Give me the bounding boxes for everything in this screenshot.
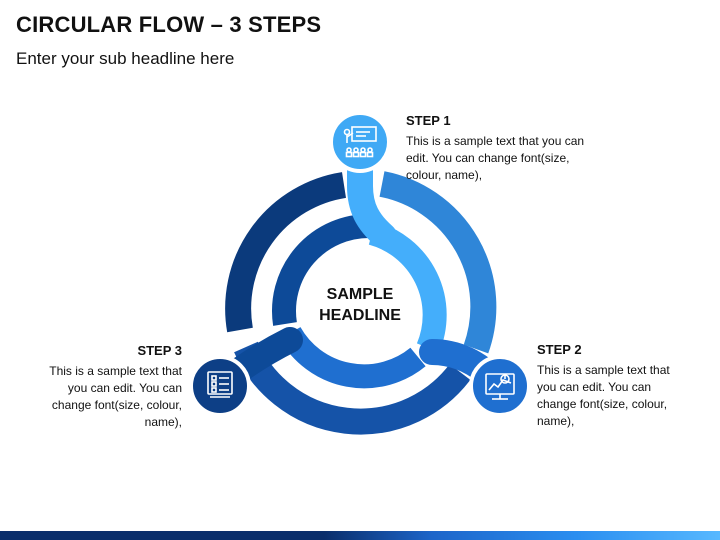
outer-ring-segment-step2 xyxy=(234,341,471,435)
presentation-icon xyxy=(343,126,377,158)
inner-ring-segment-step3 xyxy=(272,213,371,326)
step2-textbox: STEP 2 This is a sample text that you ca… xyxy=(537,341,687,430)
center-headline-line1: SAMPLE xyxy=(326,286,394,303)
footer-gradient-bar xyxy=(0,531,720,540)
center-headline: SAMPLE HEADLINE xyxy=(300,284,420,326)
step3-textbox: STEP 3 This is a sample text that you ca… xyxy=(30,342,182,431)
step1-text: This is a sample text that you can edit.… xyxy=(406,134,585,182)
step1-textbox: STEP 1 This is a sample text that you ca… xyxy=(406,112,606,184)
step1-icon-circle xyxy=(329,111,391,173)
step1-title: STEP 1 xyxy=(406,113,451,128)
step3-title: STEP 3 xyxy=(137,343,182,358)
center-headline-line2: HEADLINE xyxy=(319,307,401,324)
analytics-icon xyxy=(485,373,515,400)
outer-ring-segment-step1 xyxy=(379,171,497,354)
step2-text: This is a sample text that you can edit.… xyxy=(537,363,670,428)
page-title: CIRCULAR FLOW – 3 STEPS xyxy=(16,12,322,37)
inner-ring-segment-step2 xyxy=(279,326,426,389)
connector-step1 xyxy=(347,149,397,249)
step2-title: STEP 2 xyxy=(537,342,582,357)
step2-icon-circle xyxy=(469,355,531,417)
page-subtitle: Enter your sub headline here xyxy=(16,49,235,68)
step3-icon-circle xyxy=(189,355,251,417)
checklist-icon xyxy=(207,371,233,398)
outer-ring-segment-step3 xyxy=(225,172,347,333)
step3-text: This is a sample text that you can edit.… xyxy=(49,364,182,429)
